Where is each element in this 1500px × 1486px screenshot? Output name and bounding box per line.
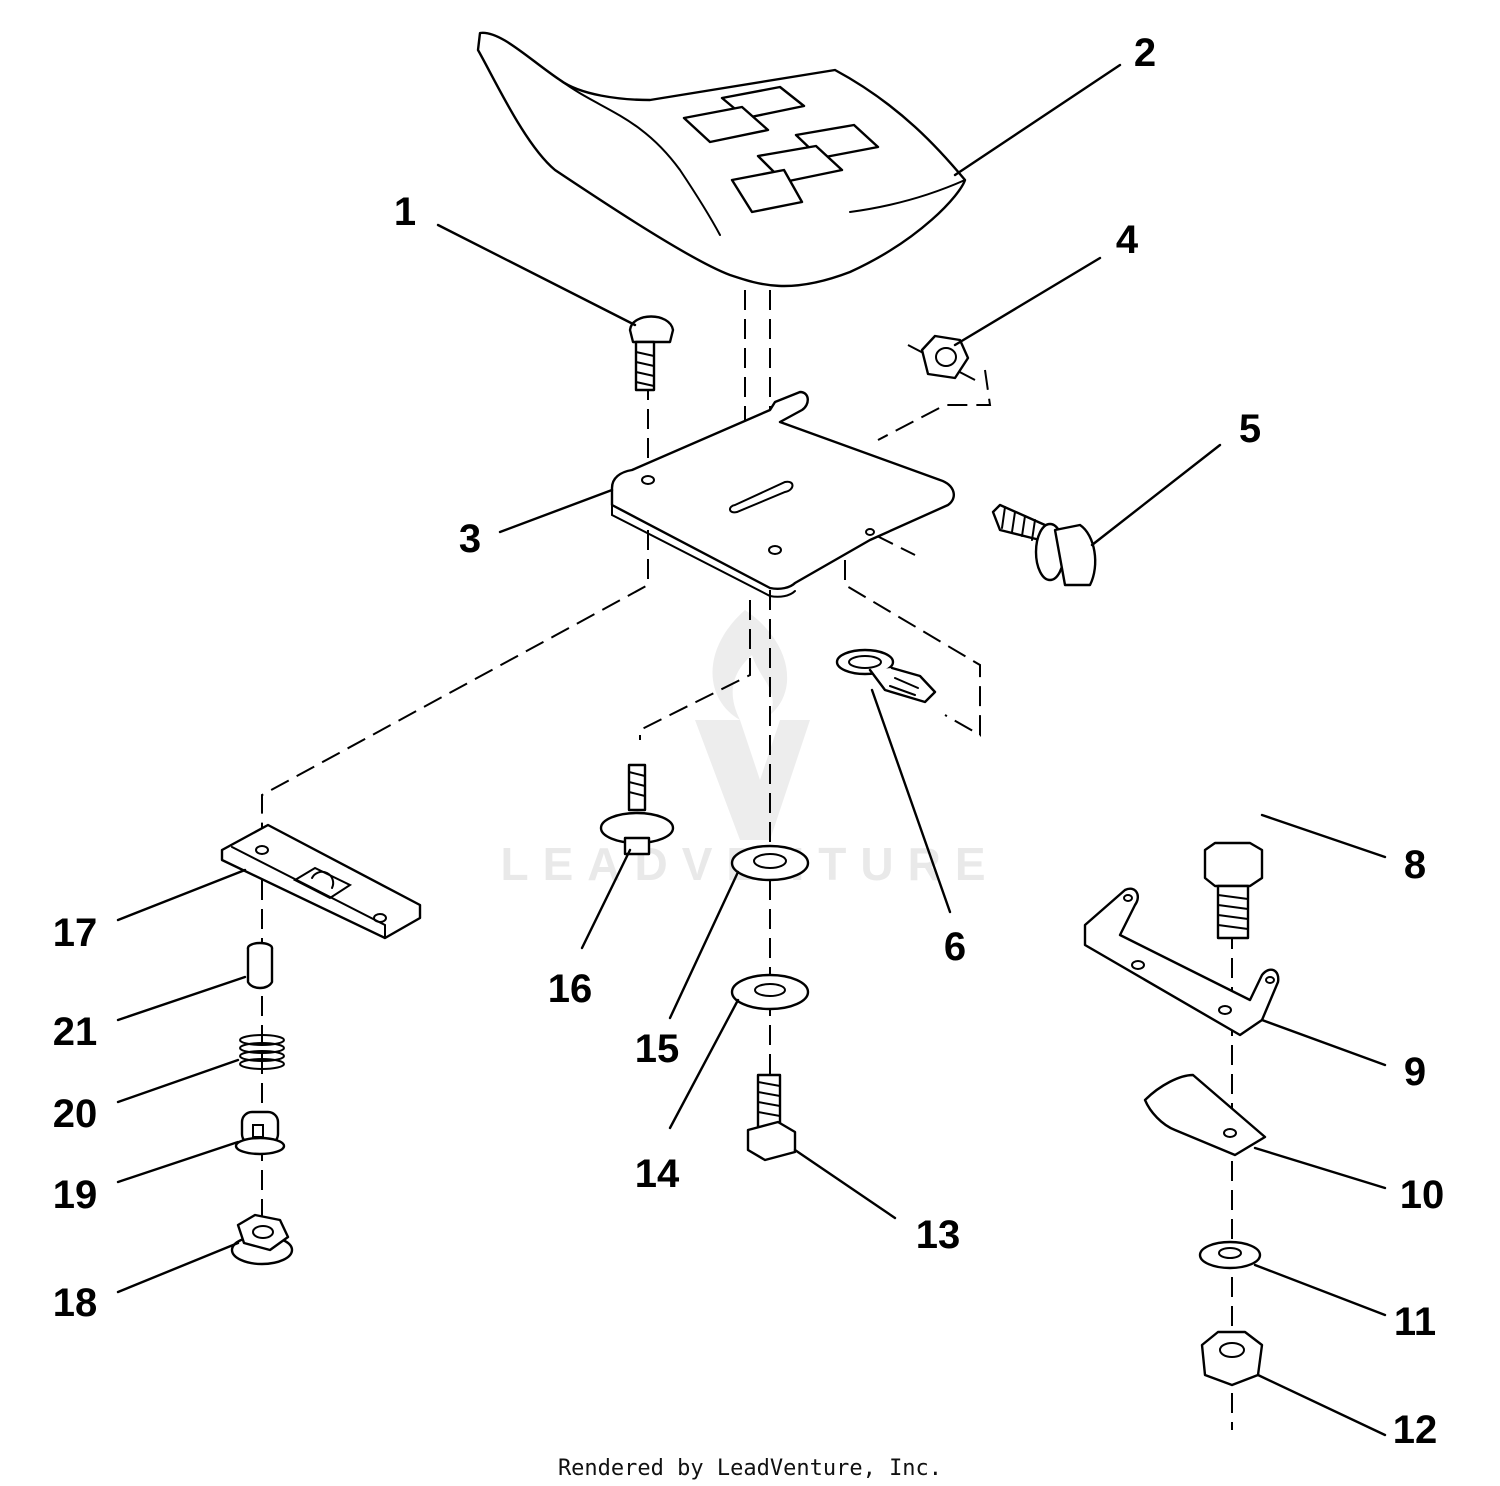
callout-10: 10: [1400, 1173, 1445, 1217]
callout-19: 19: [53, 1173, 98, 1217]
watermark: LEADVENTURE: [500, 610, 986, 890]
spring-part: [239, 1034, 285, 1070]
callout-2: 2: [1134, 31, 1156, 75]
washer-part: [730, 973, 810, 1011]
callout-4: 4: [1116, 218, 1139, 262]
flat-washer-part: [730, 844, 810, 882]
callout-6: 6: [944, 925, 966, 969]
watermark-v-icon: [695, 720, 810, 840]
callout-13: 13: [916, 1213, 961, 1257]
callout-15: 15: [635, 1027, 680, 1071]
wire-clip-part: [835, 648, 937, 704]
callout-5: 5: [1239, 407, 1261, 451]
lock-nut-part: [1200, 1330, 1264, 1387]
callout-16: 16: [548, 967, 593, 1011]
slide-plate-part: [220, 823, 422, 940]
hex-nut-part: [920, 334, 970, 380]
watermark-flame-icon: [712, 610, 788, 720]
callout-8: 8: [1404, 843, 1426, 887]
flange-nut-part: [230, 1213, 294, 1266]
seat-panel-5: [730, 168, 804, 214]
small-washer-part: [1198, 1240, 1262, 1270]
flange-bolt-part: [991, 503, 1097, 587]
hex-bolt-part: [746, 1073, 797, 1162]
callout-14: 14: [635, 1152, 680, 1196]
shoulder-bolt-part: [599, 763, 675, 856]
callout-11: 11: [1394, 1300, 1436, 1344]
callout-21: 21: [53, 1010, 98, 1054]
clamp-plate-part: [1143, 1073, 1267, 1157]
callout-20: 20: [53, 1092, 98, 1136]
carriage-bolt-part: [628, 315, 675, 392]
pin-part: [246, 941, 274, 990]
callout-3: 3: [459, 517, 481, 561]
leader-lines: [116, 63, 1387, 1437]
callout-18: 18: [53, 1281, 98, 1325]
callout-12: 12: [1393, 1408, 1438, 1452]
callout-1: 1: [394, 190, 416, 234]
render-credit: Rendered by LeadVenture, Inc.: [558, 1456, 942, 1481]
callout-labels: 1 2 3 4 5 6 8 9 10 11 12 13 14 15 16 17 …: [53, 31, 1445, 1452]
seat-pan-bracket-part: [610, 390, 956, 598]
seat-panel-2: [682, 105, 770, 144]
callout-17: 17: [53, 911, 98, 955]
hex-head-bolt-part: [1203, 841, 1264, 940]
seat-part: [476, 31, 967, 288]
u-bracket-part: [1083, 887, 1280, 1037]
knob-part: [234, 1110, 286, 1156]
callout-9: 9: [1404, 1050, 1426, 1094]
